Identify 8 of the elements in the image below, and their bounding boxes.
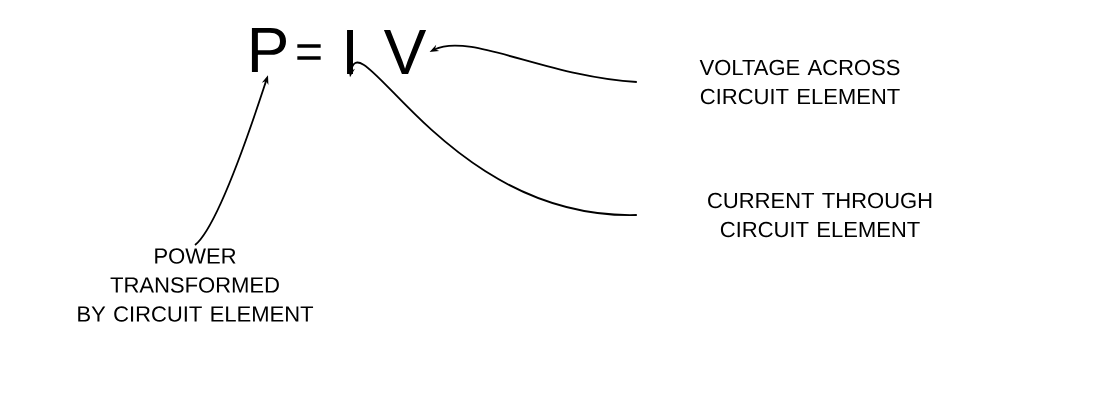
annotation-text: VOLTAGE ACROSS CIRCUIT ELEMENT <box>699 59 900 105</box>
formula-letter: P <box>251 28 286 72</box>
annotation-text: CURRENT THROUGH CIRCUIT ELEMENT <box>708 192 932 238</box>
annotation-text: POWER TRANSFORMED BY CIRCUIT ELEMENT <box>78 248 314 322</box>
equals-sign: = <box>297 44 321 60</box>
formula-letter: I <box>347 30 353 74</box>
arrow <box>348 62 638 216</box>
formula-letter: V <box>383 30 427 74</box>
